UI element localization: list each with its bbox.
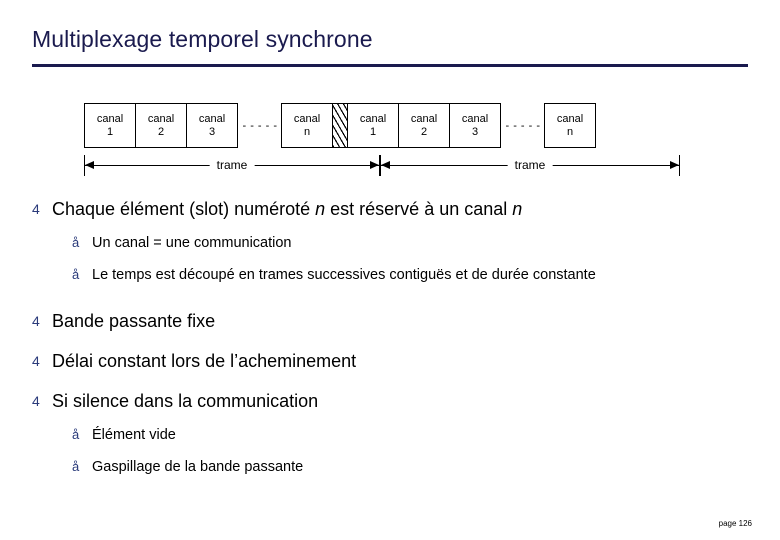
sub-bullet-text: Gaspillage de la bande passante	[92, 459, 304, 475]
tdm-frame-diagram: canal 1 canal 2 canal 3 - - - - - canal …	[84, 103, 684, 183]
sub-bullet-item: å Un canal = une communication	[72, 232, 748, 254]
slot-label-line2: n	[303, 125, 311, 138]
bullet-text: Chaque élément (slot) numéroté n est rés…	[52, 196, 522, 222]
slot-label-line1: canal	[147, 112, 175, 125]
bullet-text: Bande passante fixe	[52, 311, 216, 331]
slot-cell: canal 3	[449, 103, 501, 148]
measure-cap-left	[84, 155, 85, 176]
bullet-item: 4 Si silence dans la communication	[32, 388, 748, 414]
sub-bullet-text: Un canal = une communication	[92, 235, 292, 251]
sub-bullet-group: å Élément vide å Gaspillage de la bande …	[32, 424, 748, 478]
slot-label-line2: 3	[208, 125, 216, 138]
sub-bullet-item: å Gaspillage de la bande passante	[72, 456, 748, 478]
bullet-text-part: Chaque élément (slot) numéroté	[52, 199, 316, 219]
bullet-marker-icon: 4	[32, 393, 40, 409]
slot-label-line1: canal	[198, 112, 226, 125]
sub-bullet-item: å Le temps est découpé en trames success…	[72, 264, 748, 286]
slot-label-line1: canal	[461, 112, 489, 125]
slot-label-line1: canal	[96, 112, 124, 125]
slot-cell: canal 1	[84, 103, 136, 148]
slot-label-line2: 3	[471, 125, 479, 138]
slot-label-line1: canal	[293, 112, 321, 125]
frame2-label: trame	[507, 157, 553, 173]
bullet-item: 4 Chaque élément (slot) numéroté n est r…	[32, 196, 748, 222]
slot-label-line1: canal	[410, 112, 438, 125]
title-divider	[32, 64, 748, 67]
bullet-text-part: est réservé à un canal	[325, 199, 513, 219]
slot-cell: canal n	[281, 103, 333, 148]
arrow-right-icon	[670, 161, 679, 169]
arrow-left-icon	[381, 161, 390, 169]
page-title: Multiplexage temporel synchrone	[32, 26, 373, 52]
sub-bullet-marker-icon: å	[72, 267, 80, 282]
bullet-marker-icon: 4	[32, 201, 40, 217]
arrow-left-icon	[85, 161, 94, 169]
ellipsis-dashes: - - - - -	[505, 119, 541, 132]
slot-label-line2: 2	[157, 125, 165, 138]
slot-label-line2: 1	[106, 125, 114, 138]
page-number: page 126	[718, 519, 752, 528]
sub-bullet-text: Le temps est découpé en trames successiv…	[92, 267, 596, 283]
slot-cell: canal 3	[186, 103, 238, 148]
slot-label-line2: n	[566, 125, 574, 138]
ellipsis-dashes: - - - - -	[242, 119, 278, 132]
sub-bullet-item: å Élément vide	[72, 424, 748, 446]
bullet-text-italic: n	[512, 199, 523, 219]
slot-cell: canal n	[544, 103, 596, 148]
measure-cap-right	[679, 155, 680, 176]
frame-cells-row: canal 1 canal 2 canal 3 - - - - - canal …	[84, 103, 596, 148]
arrow-right-icon	[370, 161, 379, 169]
sub-bullet-marker-icon: å	[72, 459, 80, 474]
bullet-item: 4 Bande passante fixe	[32, 308, 748, 334]
bullet-marker-icon: 4	[32, 353, 40, 369]
slot-label-line1: canal	[359, 112, 387, 125]
slot-cell: canal 2	[135, 103, 187, 148]
frame1-label: trame	[209, 157, 255, 173]
sub-bullet-text: Élément vide	[92, 427, 176, 443]
sub-bullet-marker-icon: å	[72, 427, 80, 442]
sub-bullet-group: å Un canal = une communication å Le temp…	[32, 232, 748, 286]
slot-cell: canal 2	[398, 103, 450, 148]
sub-bullet-marker-icon: å	[72, 235, 80, 250]
bullet-text: Délai constant lors de l’acheminement	[52, 351, 357, 371]
measure-cap-left	[380, 155, 381, 176]
slot-label-line1: canal	[556, 112, 584, 125]
frame2-measure: trame	[380, 153, 680, 179]
measure-cap-right	[379, 155, 380, 176]
bullet-item: 4 Délai constant lors de l’acheminement	[32, 348, 748, 374]
bullet-text-italic: n	[315, 199, 326, 219]
bullet-list: 4 Chaque élément (slot) numéroté n est r…	[32, 196, 748, 478]
frame1-measure: trame	[84, 153, 380, 179]
slot-label-line2: 2	[420, 125, 428, 138]
slot-cell: canal 1	[347, 103, 399, 148]
slot-label-line2: 1	[369, 125, 377, 138]
frame-separator-hatched	[332, 103, 348, 148]
bullet-text: Si silence dans la communication	[52, 391, 319, 411]
bullet-marker-icon: 4	[32, 313, 40, 329]
